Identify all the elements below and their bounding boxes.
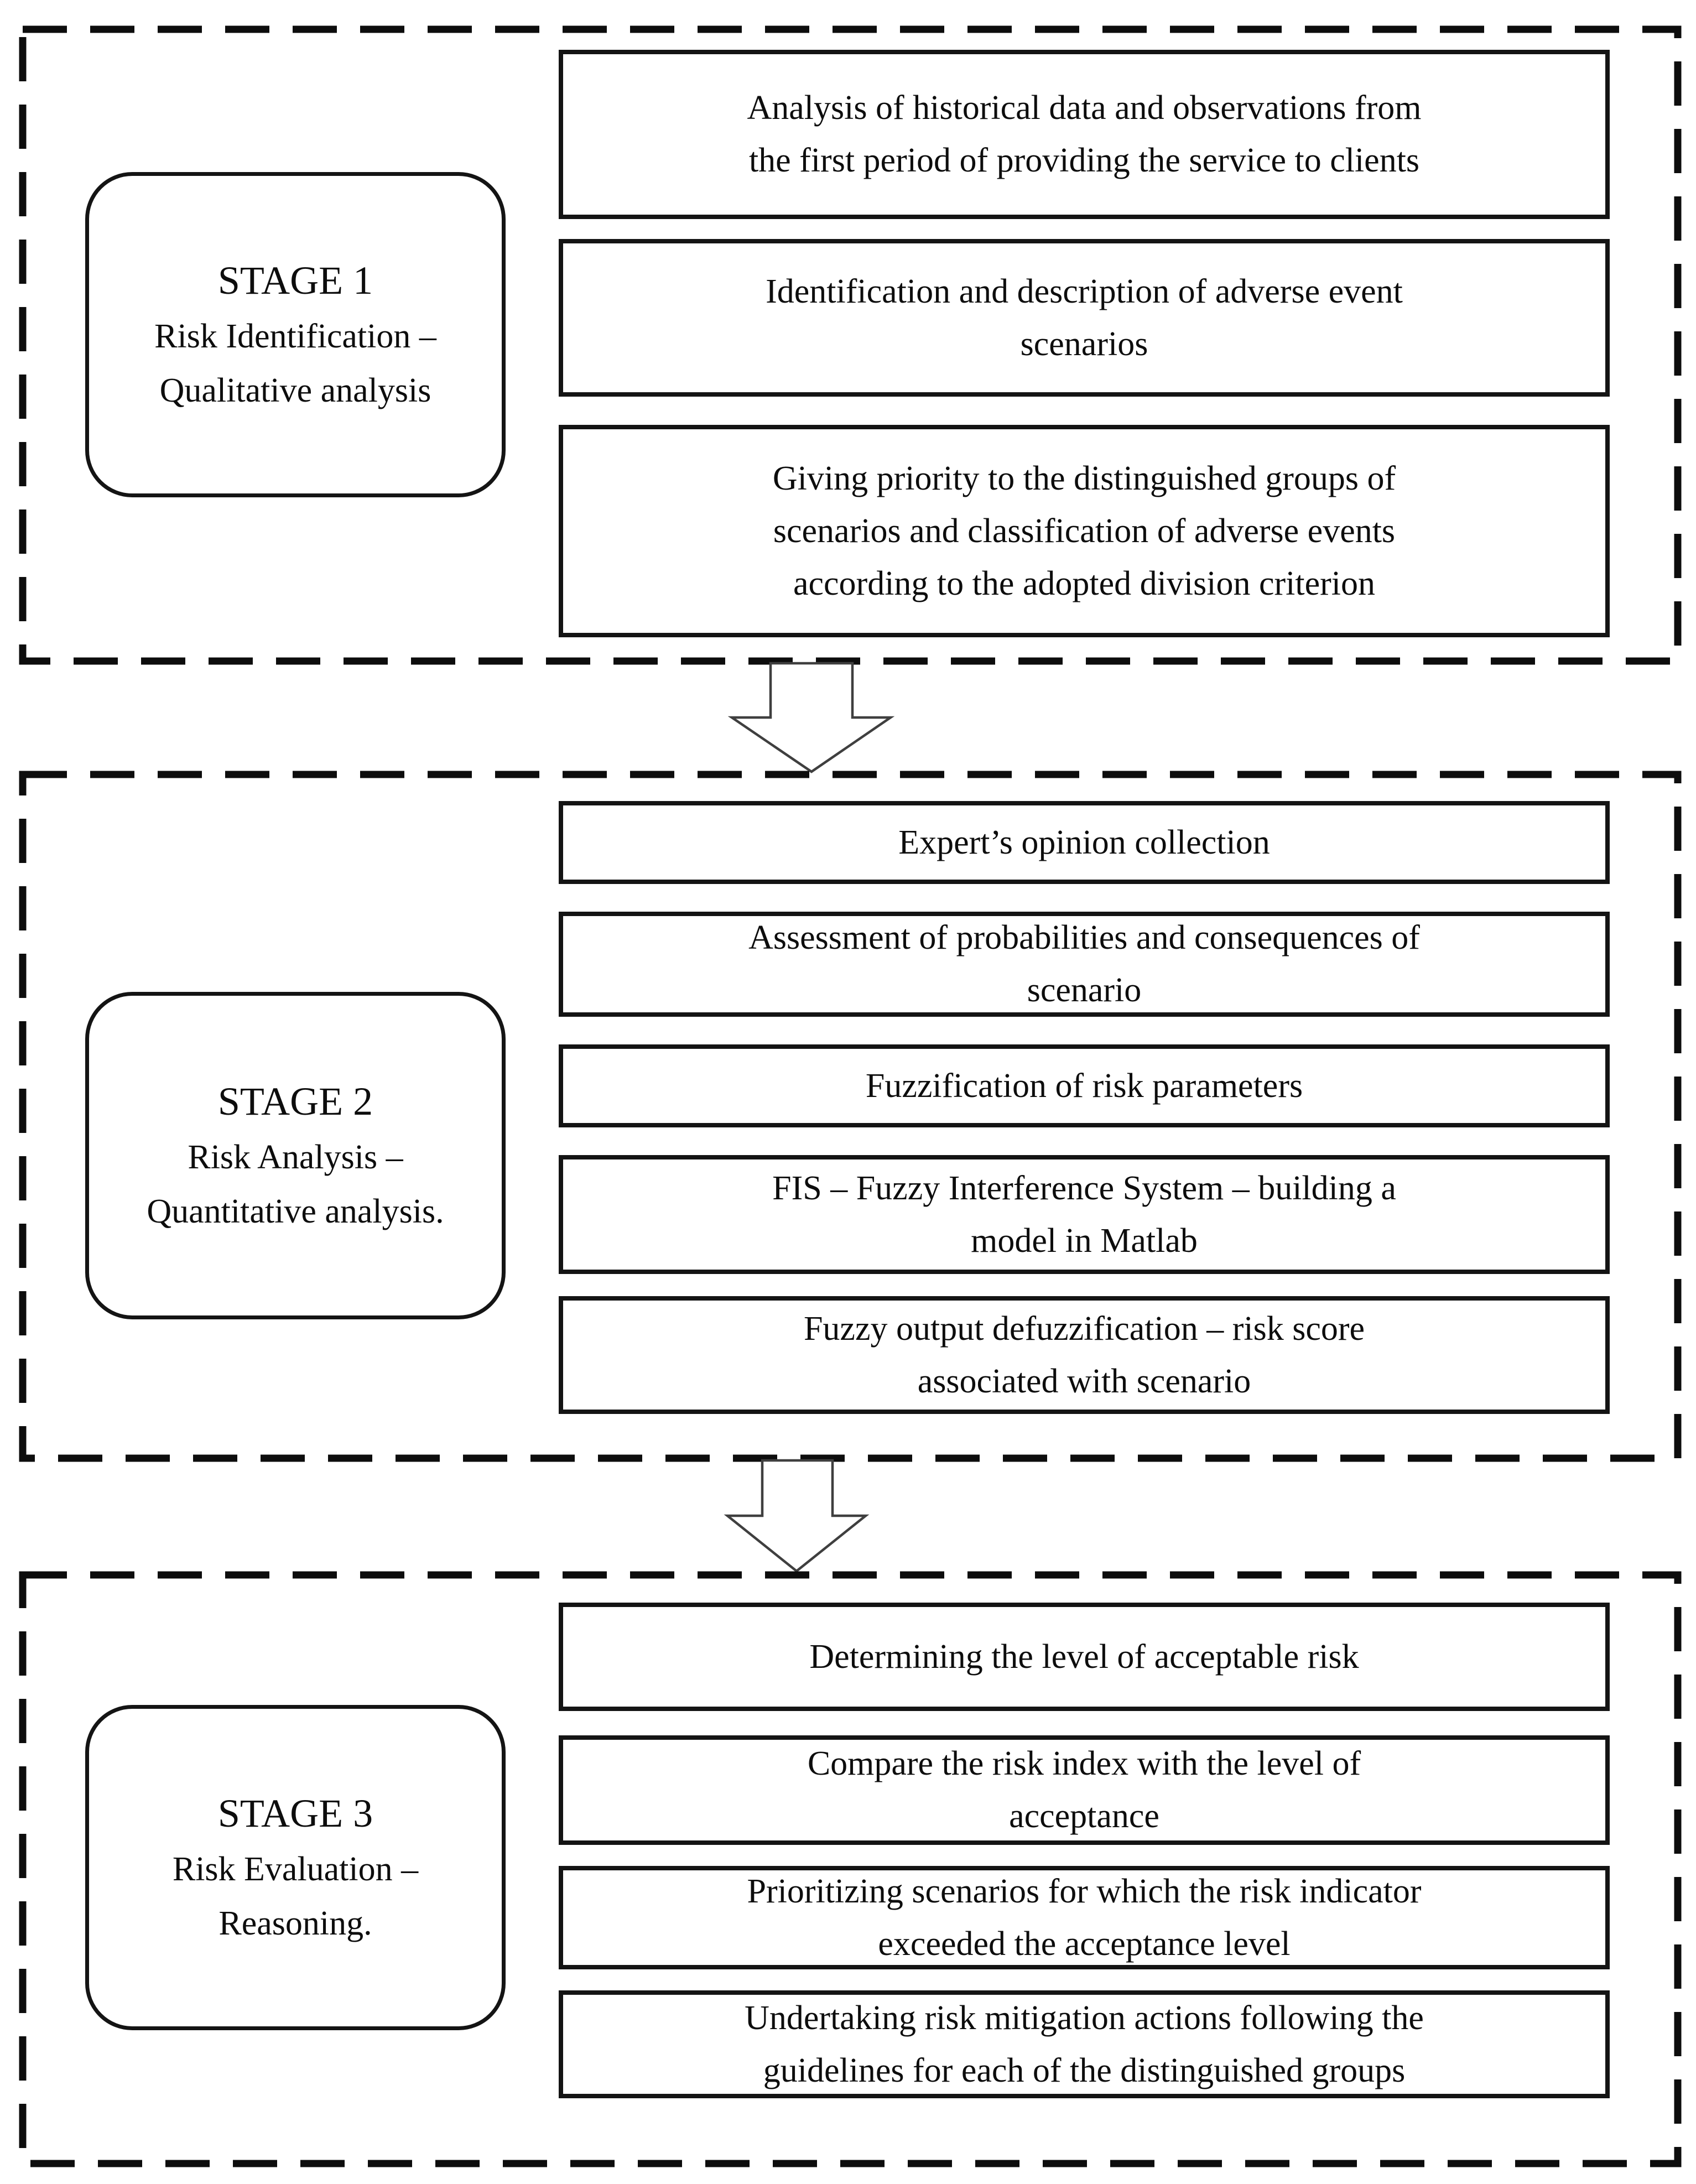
down-arrow-icon	[724, 1459, 870, 1573]
stage-3-panel: STAGE 3 Risk Evaluation – Reasoning. Det…	[19, 1571, 1682, 2167]
stage-2-dashed-border	[19, 771, 1682, 1462]
stage-1-steps: Analysis of historical data and observat…	[559, 25, 1610, 665]
step-box: Analysis of historical data and observat…	[559, 50, 1610, 219]
stage-2-label-box: STAGE 2 Risk Analysis – Quantitative ana…	[85, 992, 506, 1319]
stage-3-subtitle: Risk Evaluation – Reasoning.	[172, 1850, 419, 1942]
step-box: Giving priority to the distinguished gro…	[559, 425, 1610, 637]
step-box: Fuzzification of risk parameters	[559, 1044, 1610, 1127]
step-box: Expert’s opinion collection	[559, 801, 1610, 884]
stage-1-panel: STAGE 1 Risk Identification – Qualitativ…	[19, 25, 1682, 665]
step-box: Compare the risk index with the level of…	[559, 1735, 1610, 1845]
step-box: Fuzzy output defuzzification – risk scor…	[559, 1296, 1610, 1414]
stage-3-title: STAGE 3	[217, 1791, 373, 1835]
stage-3-steps: Determining the level of acceptable risk…	[559, 1571, 1610, 2167]
step-box: Assessment of probabilities and conseque…	[559, 912, 1610, 1017]
stage-1-subtitle: Risk Identification – Qualitative analys…	[154, 318, 436, 409]
step-box: Prioritizing scenarios for which the ris…	[559, 1866, 1610, 1969]
stage-1-title: STAGE 1	[217, 258, 373, 303]
stage-3-label-box: STAGE 3 Risk Evaluation – Reasoning.	[85, 1705, 506, 2030]
down-arrow-icon	[727, 662, 895, 773]
stage-2-panel: STAGE 2 Risk Analysis – Quantitative ana…	[19, 771, 1682, 1462]
step-box: FIS – Fuzzy Interference System – buildi…	[559, 1155, 1610, 1274]
stage-1-label-box: STAGE 1 Risk Identification – Qualitativ…	[85, 172, 506, 497]
stage-1-dashed-border	[19, 25, 1682, 665]
stage-2-title: STAGE 2	[217, 1079, 373, 1124]
stage-2-steps: Expert’s opinion collection Assessment o…	[559, 771, 1610, 1462]
step-box: Determining the level of acceptable risk	[559, 1603, 1610, 1711]
step-box: Undertaking risk mitigation actions foll…	[559, 1990, 1610, 2098]
step-box: Identification and description of advers…	[559, 239, 1610, 397]
stage-2-subtitle: Risk Analysis – Quantitative analysis.	[147, 1138, 444, 1230]
stage-3-dashed-border	[19, 1571, 1682, 2167]
